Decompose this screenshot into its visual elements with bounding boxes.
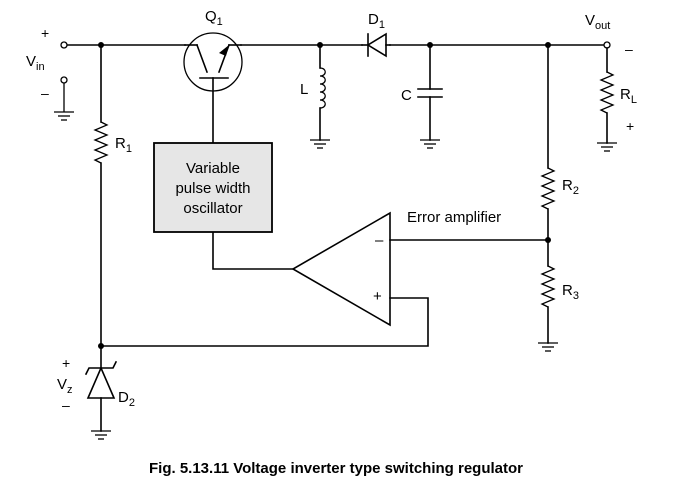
error-amplifier-icon [100, 211, 549, 347]
capacitor-icon [417, 44, 443, 149]
r3-label: R3 [562, 282, 579, 302]
vin-ground-icon [54, 111, 74, 121]
d2-label: D2 [118, 389, 135, 409]
capacitor-label: C [401, 87, 412, 104]
error-amplifier-label: Error amplifier [407, 209, 501, 226]
vz-plus: + [62, 355, 70, 371]
inductor-icon [310, 44, 330, 149]
vout-label: Vout [585, 12, 610, 32]
oscillator-line1: Variable [186, 160, 240, 177]
transistor-q1-icon [183, 32, 243, 144]
vin-minus: – [41, 85, 49, 101]
vz-minus: – [62, 397, 70, 413]
amp-noninverting-sign: + [373, 288, 382, 305]
diode-d1-icon [361, 32, 391, 58]
r1-label: R1 [115, 135, 132, 155]
vout-minus: – [625, 41, 633, 57]
load-resistor-rl-icon [597, 47, 617, 152]
inductor-label: L [300, 81, 308, 98]
oscillator-line3: oscillator [183, 200, 242, 217]
vin-label: Vin [26, 53, 45, 73]
r2-label: R2 [562, 177, 579, 197]
d1-label: D1 [368, 11, 385, 31]
vin-terminal: + Vin – [26, 25, 74, 121]
vout-plus: + [626, 118, 634, 134]
rl-label: RL [620, 86, 637, 106]
resistor-r1-icon [93, 44, 109, 369]
resistor-r2-icon [540, 44, 556, 267]
amp-inverting-sign: – [375, 232, 384, 249]
q1-label: Q1 [205, 8, 223, 28]
figure-caption: Fig. 5.13.11 Voltage inverter type switc… [149, 460, 523, 477]
vz-label: Vz [57, 376, 73, 396]
vin-plus: + [41, 25, 49, 41]
zener-diode-d2-icon [84, 360, 118, 440]
resistor-r3-icon [538, 265, 558, 352]
oscillator-block: Variable pulse width oscillator [153, 142, 273, 233]
oscillator-line2: pulse width [175, 180, 250, 197]
